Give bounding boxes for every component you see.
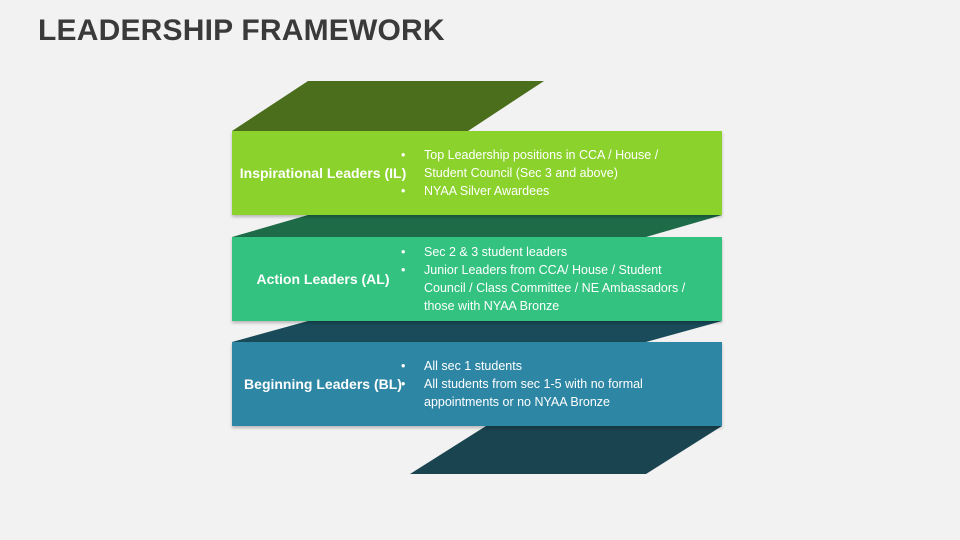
level-band-action: Action Leaders (AL) Sec 2 & 3 student le… [232, 237, 722, 321]
ribbon-fold-top [232, 81, 544, 131]
level-points: All sec 1 students All students from sec… [398, 342, 702, 426]
level-points: Top Leadership positions in CCA / House … [398, 131, 702, 215]
bullet-item: Top Leadership positions in CCA / House … [398, 146, 702, 182]
level-label: Action Leaders (AL) [256, 271, 390, 287]
bullet-item: All sec 1 students [398, 357, 702, 375]
bullet-item: All students from sec 1-5 with no formal… [398, 375, 702, 411]
level-label: Beginning Leaders (BL) [244, 376, 402, 392]
bullet-item: Sec 2 & 3 student leaders [398, 243, 702, 261]
bullet-item: NYAA Silver Awardees [398, 182, 702, 200]
level-points: Sec 2 & 3 student leaders Junior Leaders… [398, 237, 702, 321]
level-band-inspirational: Inspirational Leaders (IL) Top Leadershi… [232, 131, 722, 215]
ribbon-fold-al-bl [232, 321, 722, 342]
bullet-item: Junior Leaders from CCA/ House / Student… [398, 261, 702, 315]
slide-title: LEADERSHIP FRAMEWORK [38, 14, 445, 47]
level-label: Inspirational Leaders (IL) [239, 165, 407, 181]
ribbon-fold-bottom [410, 426, 722, 474]
ribbon-fold-il-al [232, 215, 722, 237]
level-band-beginning: Beginning Leaders (BL) All sec 1 student… [232, 342, 722, 426]
